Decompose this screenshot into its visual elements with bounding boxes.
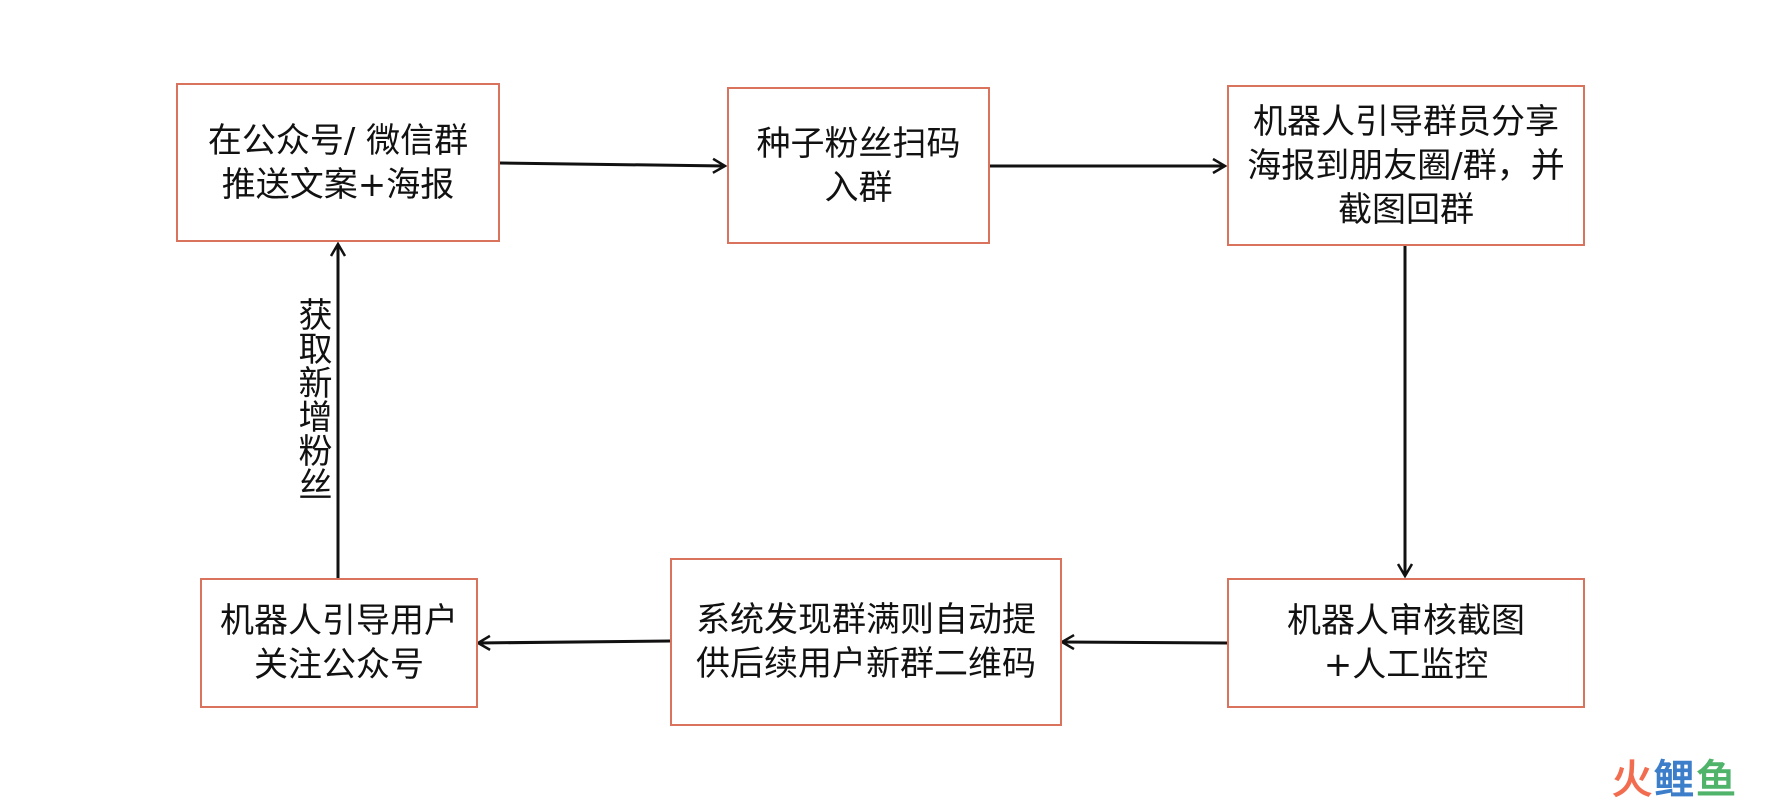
arrow-review-to-system bbox=[1059, 633, 1228, 651]
node-push-content: 在公众号/ 微信群推送文案+海报 bbox=[176, 83, 500, 242]
watermark-char-1: 火 bbox=[1612, 757, 1654, 803]
node-robot-guide-share-text: 机器人引导群员分享海报到朋友圈/群，并截图回群 bbox=[1247, 101, 1565, 230]
watermark-logo: 火鲤鱼 bbox=[1612, 758, 1738, 802]
node-system-new-group: 系统发现群满则自动提供后续用户新群二维码 bbox=[670, 558, 1062, 726]
node-robot-guide-follow-text: 机器人引导用户关注公众号 bbox=[220, 601, 458, 685]
watermark-char-3: 鱼 bbox=[1696, 757, 1738, 803]
node-seed-fans-scan: 种子粉丝扫码入群 bbox=[727, 87, 990, 244]
node-robot-guide-follow: 机器人引导用户关注公众号 bbox=[200, 578, 478, 708]
node-robot-review: 机器人审核截图+人工监控 bbox=[1227, 578, 1585, 708]
watermark-char-2: 鲤 bbox=[1654, 757, 1696, 803]
node-push-content-text: 在公众号/ 微信群推送文案+海报 bbox=[207, 120, 469, 205]
node-robot-review-text: 机器人审核截图+人工监控 bbox=[1287, 601, 1525, 685]
node-system-new-group-text: 系统发现群满则自动提供后续用户新群二维码 bbox=[696, 600, 1036, 684]
arrow-push-to-seed bbox=[499, 157, 728, 174]
arrow-system-to-follow bbox=[475, 634, 671, 651]
edge-label-get-new-fans: 获取新增粉丝 bbox=[292, 297, 332, 501]
node-robot-guide-share: 机器人引导群员分享海报到朋友圈/群，并截图回群 bbox=[1227, 85, 1585, 246]
node-seed-fans-scan-text: 种子粉丝扫码入群 bbox=[756, 123, 961, 208]
